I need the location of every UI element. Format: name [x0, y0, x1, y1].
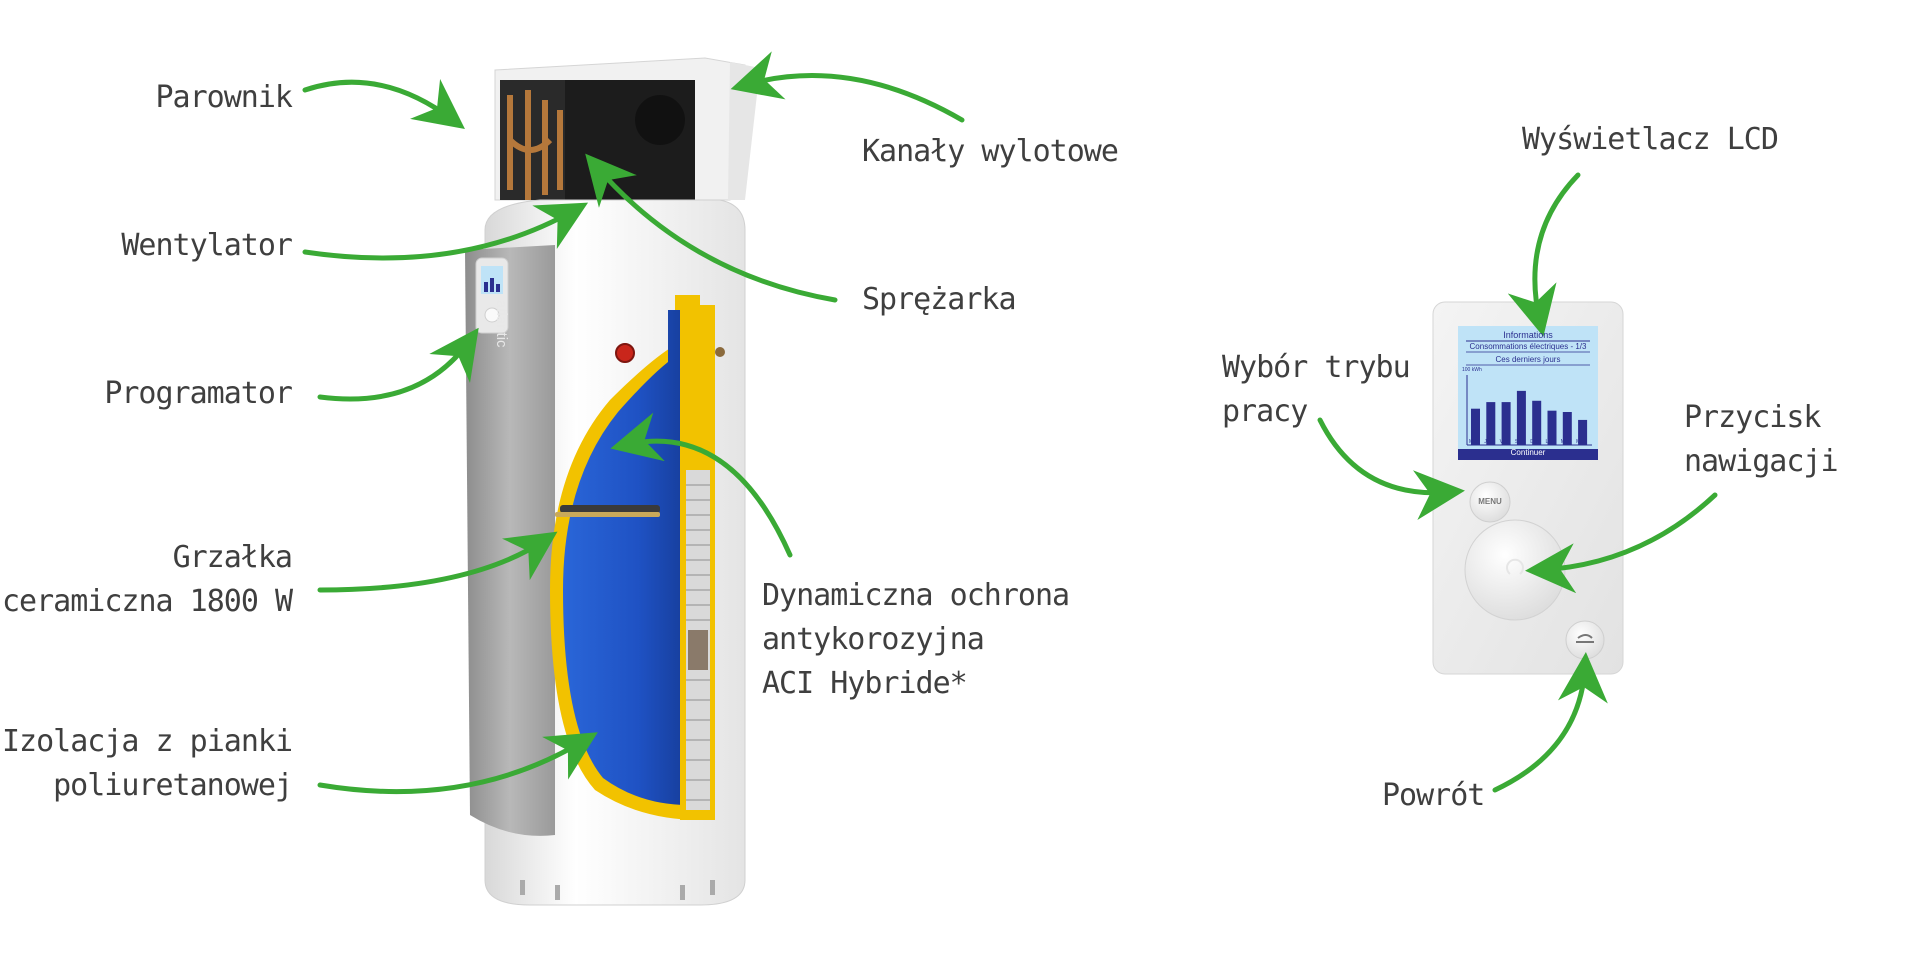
lcd-bar: [1501, 402, 1511, 445]
arrow-menu: [1317, 417, 1465, 520]
label-outlets-text: Kanały wylotowe: [862, 134, 1119, 169]
label-mode-line1: Wybór trybu: [1222, 350, 1411, 385]
back-icon: [1576, 634, 1594, 643]
arrow-lcd: [1507, 172, 1581, 337]
label-mode-line2: pracy: [1222, 394, 1308, 429]
arrow-programmer: [317, 327, 479, 402]
lcd-title: Informations: [1503, 330, 1553, 340]
arrow-compressor: [585, 153, 838, 303]
lcd-bar: [1532, 400, 1542, 445]
label-heater-line1: Grzałka: [172, 540, 293, 575]
brand-logo: atlantic: [493, 300, 510, 348]
label-back: Powrót: [1382, 774, 1485, 818]
arrow-outlets: [730, 51, 965, 123]
arrow-fan: [302, 202, 589, 261]
label-compressor-text: Sprężarka: [862, 282, 1017, 317]
label-navigation-line2: nawigacji: [1684, 444, 1839, 479]
lcd-unit: 100 kWh: [1462, 367, 1482, 373]
lcd-day-label: Lun: [1545, 439, 1554, 445]
arrow-evaporator: [302, 78, 465, 130]
lcd-bar: [1578, 419, 1588, 445]
lcd-bar: [1516, 390, 1526, 445]
lcd-subtitle: Consommations électriques - 1/3: [1469, 342, 1587, 351]
lcd-day-label: Sam: [1514, 439, 1526, 445]
lcd-period: Ces derniers jours: [1495, 355, 1561, 364]
lcd-day-label: Ven: [1499, 439, 1509, 445]
arrow-heater: [317, 531, 558, 593]
lcd-bar: [1547, 410, 1557, 445]
heat-pump-head: [494, 57, 760, 201]
lcd-day-label: Jeu: [1484, 439, 1493, 445]
label-fan-text: Wentylator: [121, 228, 293, 263]
label-compressor: Sprężarka: [862, 278, 1017, 322]
menu-button-label: MENU: [1478, 497, 1502, 506]
label-insulation-line1: Izolacja z pianki: [1, 724, 293, 759]
arrow-group: [302, 51, 1718, 795]
lcd-day-label: Dim: [1530, 439, 1540, 445]
arrow-insulation: [317, 732, 598, 795]
label-heater: Grzałka ceramiczna 1800 W: [1, 536, 293, 624]
lcd-screen: [1458, 326, 1598, 460]
lcd-day-label: Mar: [1560, 439, 1570, 445]
label-outlets: Kanały wylotowe: [862, 130, 1119, 174]
label-navigation-line1: Przycisk: [1684, 400, 1821, 435]
menu-button-shape: [1469, 481, 1511, 523]
lcd-bar: [1486, 402, 1496, 445]
label-aci-line2: antykorozyjna: [762, 622, 985, 657]
arrow-navigation: [1525, 492, 1718, 594]
label-lcd: Wyświetlacz LCD: [1522, 118, 1779, 162]
label-aci: Dynamiczna ochrona antykorozyjna ACI Hyb…: [762, 574, 1070, 706]
label-navigation: Przycisk nawigacji: [1684, 396, 1839, 484]
label-insulation-line2: poliuretanowej: [53, 768, 293, 803]
back-button-shape: [1565, 620, 1605, 660]
label-programmer-text: Programator: [104, 376, 293, 411]
arrow-aci: [610, 412, 793, 558]
lcd-day-label: Mer: [1576, 439, 1585, 445]
label-lcd-text: Wyświetlacz LCD: [1522, 122, 1779, 157]
label-aci-line3: ACI Hybride*: [762, 666, 968, 701]
label-mode: Wybór trybu pracy: [1222, 346, 1411, 434]
lcd-continue-button: Continuer: [1510, 448, 1546, 457]
label-programmer: Programator: [104, 372, 293, 416]
label-insulation: Izolacja z pianki poliuretanowej: [1, 720, 293, 808]
lcd-bar: [1471, 408, 1480, 445]
label-evaporator: Parownik: [156, 76, 293, 120]
lcd-bar-group: [1471, 390, 1588, 445]
label-aci-line1: Dynamiczna ochrona: [762, 578, 1070, 613]
label-back-text: Powrót: [1382, 778, 1485, 813]
label-heater-line2: ceramiczna 1800 W: [1, 584, 293, 619]
label-fan: Wentylator: [121, 224, 293, 268]
lcd-bar: [1562, 412, 1572, 445]
lcd-day-label: Mer: [1469, 439, 1478, 445]
arrow-back: [1492, 652, 1608, 793]
lcd-day-labels: Mer Jeu Ven Sam Dim Lun Mar Mer: [1469, 439, 1594, 447]
label-evaporator-text: Parownik: [155, 80, 293, 115]
